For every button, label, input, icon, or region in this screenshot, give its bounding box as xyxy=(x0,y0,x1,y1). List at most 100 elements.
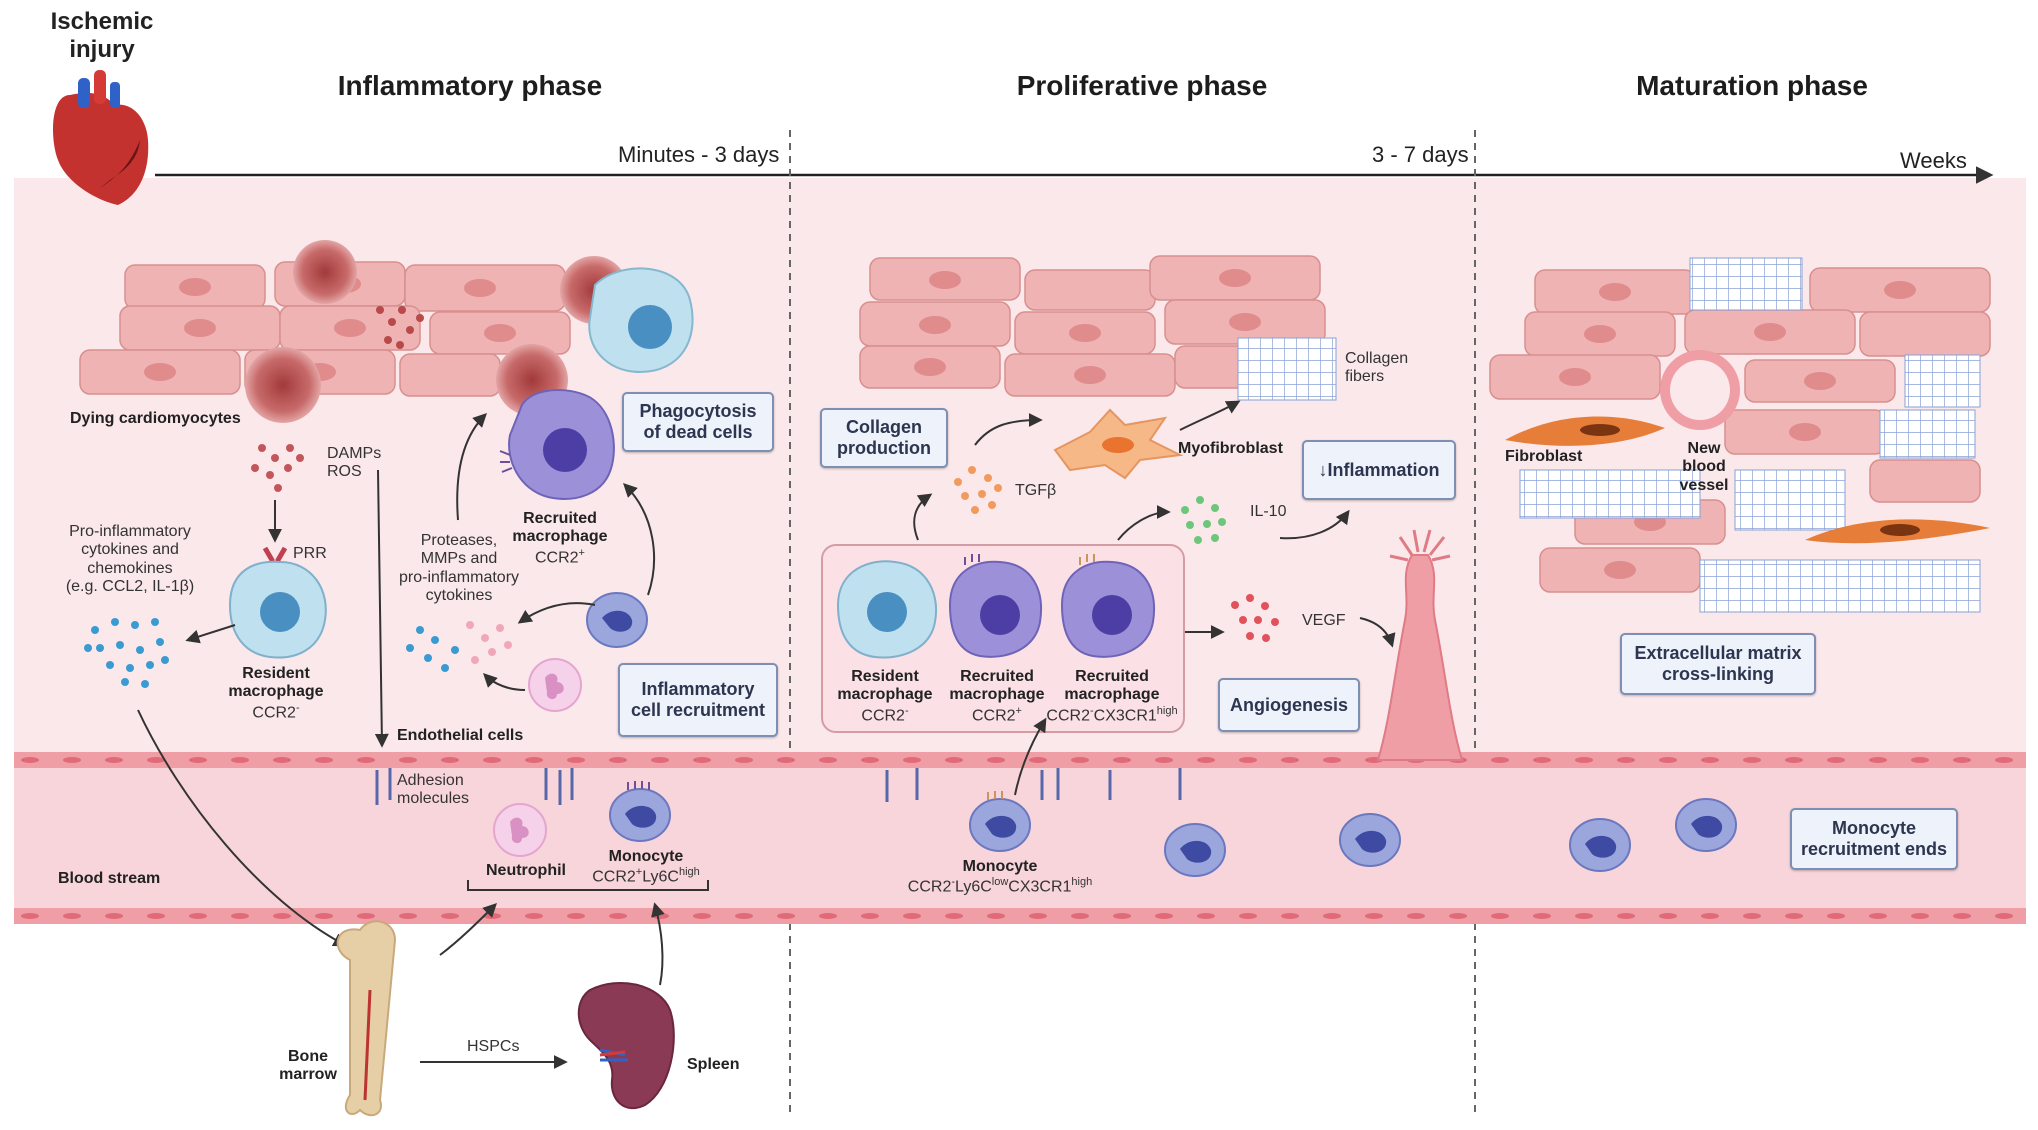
vessel-wall-nucleus xyxy=(105,913,123,919)
vessel-wall-nucleus xyxy=(777,757,795,763)
vessel-wall-nucleus xyxy=(525,913,543,919)
prolif-monocyte-marker-c: CX3CR1 xyxy=(1008,878,1072,896)
prolif-macrophage-2-marker-b: CX3CR1 xyxy=(1093,707,1157,725)
neutrophil-monocyte-bracket xyxy=(467,880,709,891)
vessel-wall-nucleus xyxy=(1323,757,1341,763)
monocyte-proliferative-cell xyxy=(969,791,1031,852)
arrow-vegf-to-angiogenesis xyxy=(1359,617,1396,648)
prolif-monocyte-name: Monocyte xyxy=(962,858,1038,875)
vessel-wall-nucleus xyxy=(273,757,291,763)
vessel-wall-nucleus xyxy=(189,913,207,919)
fibroblast-cells xyxy=(1505,416,1990,544)
vessel-wall-nucleus xyxy=(651,913,669,919)
monocyte-label: Monocyte CCR2+Ly6Chigh xyxy=(592,848,700,887)
vessel-wall-nucleus xyxy=(1491,757,1509,763)
recruited-macrophage-ccr2-pos-cell xyxy=(499,389,615,500)
vessel-wall-nucleus xyxy=(1995,757,2013,763)
resident-macrophage-cell xyxy=(228,560,327,659)
vessel-wall-nucleus xyxy=(1701,913,1719,919)
vessel-wall-nucleus xyxy=(357,913,375,919)
vessel-wall-nucleus xyxy=(231,757,249,763)
vessel-wall-nucleus xyxy=(1533,757,1551,763)
vessel-wall-nucleus xyxy=(1113,757,1131,763)
vessel-wall-bottom xyxy=(14,908,2026,924)
phagocytosing-macrophage xyxy=(588,267,694,374)
time-label-proliferative: 3 - 7 days xyxy=(1372,142,1469,167)
new-blood-vessel-label: New blood vessel xyxy=(1679,440,1729,494)
arrow-spleen-to-blood xyxy=(651,902,665,986)
prolif-monocyte-marker-b-level: low xyxy=(991,876,1009,889)
arrow-cytokines-to-bone-marrow xyxy=(137,709,348,947)
vessel-wall-nucleus xyxy=(273,913,291,919)
arrow-proteases-to-dying-cells xyxy=(456,413,487,521)
prolif-monocyte-marker-c-level: high xyxy=(1071,876,1093,889)
cardiomyocyte-nuclei-maturation xyxy=(1559,281,1916,579)
neutrophil-label: Neutrophil xyxy=(486,862,566,879)
vessel-wall-nucleus xyxy=(735,913,753,919)
angiogenic-sprout xyxy=(1376,529,1464,761)
monocyte-name: Monocyte xyxy=(608,848,684,865)
vessel-wall-top xyxy=(14,752,2026,768)
vessel-wall-nucleus xyxy=(819,757,837,763)
arrow-bone-marrow-to-blood xyxy=(439,903,497,956)
monocyte-marker-b-level: high xyxy=(678,866,700,879)
vessel-wall-nucleus xyxy=(441,913,459,919)
vessel-wall-nucleus xyxy=(1827,757,1845,763)
vessel-wall-nucleus xyxy=(903,757,921,763)
vegf-particles xyxy=(1231,594,1279,642)
bone-marrow-label: Bone marrow xyxy=(279,1048,337,1084)
vessel-wall-nucleus xyxy=(1155,757,1173,763)
vessel-wall-nucleus xyxy=(1281,757,1299,763)
vessel-wall-nucleus xyxy=(567,757,585,763)
prolif-recruited-macrophage-pos-label: Recruited macrophage CCR2+ xyxy=(949,668,1044,726)
vessel-wall-nucleus xyxy=(609,913,627,919)
prolif-macrophage-2-name: Recruited macrophage xyxy=(1064,668,1160,704)
vessel-wall-nucleus xyxy=(567,913,585,919)
vessel-wall-nucleus xyxy=(63,757,81,763)
prr-label: PRR xyxy=(293,545,327,562)
vessel-wall-nucleus xyxy=(1029,757,1047,763)
vessel-wall-nucleus xyxy=(1575,913,1593,919)
vessel-wall-nucleus xyxy=(399,913,417,919)
hspcs-label: HSPCs xyxy=(467,1038,520,1055)
arrow-neutrophil-to-cytokines xyxy=(483,673,526,691)
dying-cardiomyocytes-label: Dying cardiomyocytes xyxy=(70,410,241,427)
reduced-inflammation-box: ↓Inflammation xyxy=(1302,440,1456,500)
tgfb-label: TGFβ xyxy=(1015,482,1057,499)
vessel-wall-nucleus xyxy=(1911,913,1929,919)
recruited-macrophage-ccr2-neg-cell xyxy=(1060,554,1155,658)
vessel-wall-nucleus xyxy=(945,913,963,919)
resident-macrophage-name: Resident macrophage xyxy=(228,665,324,701)
vessel-wall-nucleus xyxy=(441,757,459,763)
damps-ros-particles xyxy=(251,444,304,492)
vessel-wall-nucleus xyxy=(861,913,879,919)
monocyte-marker-b: Ly6C xyxy=(642,868,679,886)
pro-inflammatory-cytokine-dots xyxy=(84,618,169,688)
vessel-wall-nucleus xyxy=(1113,913,1131,919)
ischemic-injury-label: Ischemic injury xyxy=(50,8,154,63)
vessel-wall-nucleus xyxy=(1617,757,1635,763)
arrow-macrophage-to-cytokines xyxy=(185,624,236,644)
proliferative-phase-title: Proliferative phase xyxy=(1016,70,1268,101)
vessel-wall-nucleus xyxy=(1869,757,1887,763)
arrow-myofibroblast-to-collagen xyxy=(1179,400,1241,431)
monocyte-marker-a: CCR2 xyxy=(592,868,636,886)
vessel-wall-nucleus xyxy=(1155,913,1173,919)
vessel-wall-nucleus xyxy=(1785,913,1803,919)
vessel-wall-nucleus xyxy=(1533,913,1551,919)
infiltrating-monocyte-cell xyxy=(586,592,648,648)
vessel-wall-nucleus xyxy=(315,913,333,919)
ecm-cross-linking-box: Extracellular matrix cross-linking xyxy=(1620,633,1816,695)
arrow-il10-to-inflammation xyxy=(1279,509,1350,540)
collagen-fibers-label: Collagen fibers xyxy=(1345,350,1409,386)
vessel-wall-nucleus xyxy=(357,757,375,763)
prolif-macrophage-1-name: Recruited macrophage xyxy=(949,668,1045,704)
prolif-monocyte-marker-b: Ly6C xyxy=(955,878,992,896)
prolif-monocyte-marker-a: CCR2 xyxy=(907,878,952,896)
prolif-macrophage-2-marker-sign: - xyxy=(1089,704,1094,717)
infiltrating-neutrophil-cell xyxy=(528,658,582,712)
prolif-macrophage-0-marker: CCR2 xyxy=(861,707,905,725)
vessel-wall-nucleus xyxy=(1995,913,2013,919)
